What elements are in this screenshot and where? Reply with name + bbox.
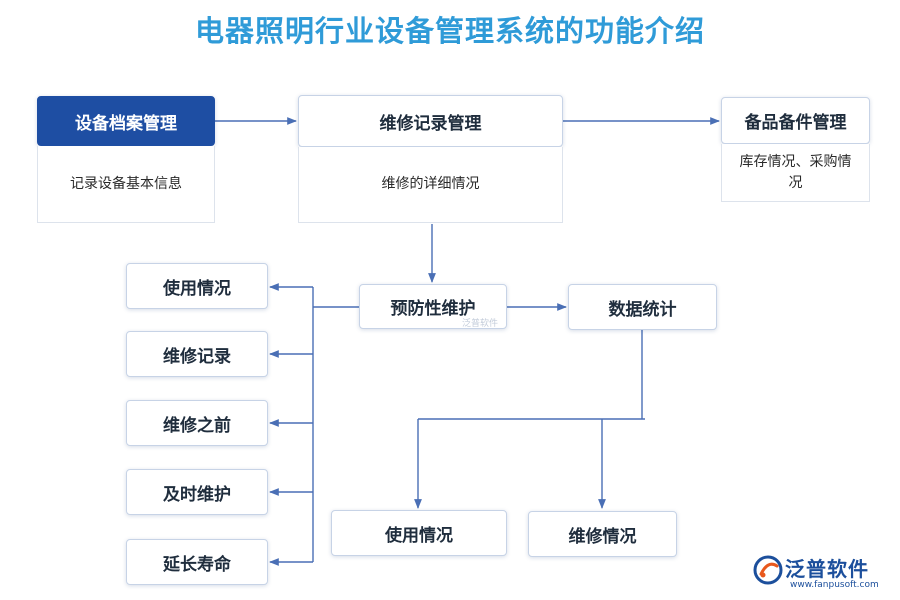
asset-archive-label: 设备档案管理 bbox=[75, 113, 177, 134]
page-title: 电器照明行业设备管理系统的功能介绍 bbox=[194, 14, 705, 48]
left-item-repair-record[interactable]: 维修记录 bbox=[126, 331, 268, 377]
left-item-label: 使用情况 bbox=[163, 278, 231, 299]
bottom-item-label: 维修情况 bbox=[568, 526, 637, 547]
brand-logo: 泛普软件 www.fanpusoft.com bbox=[752, 552, 892, 596]
asset-archive-desc-panel: 记录设备基本信息 bbox=[37, 146, 215, 223]
bottom-item-label: 使用情况 bbox=[385, 525, 453, 546]
asset-archive-box[interactable]: 设备档案管理 bbox=[37, 96, 215, 146]
spare-parts-box[interactable]: 备品备件管理 bbox=[721, 97, 870, 144]
brand-logo-url: www.fanpusoft.com bbox=[790, 580, 879, 590]
brand-logo-icon bbox=[753, 555, 783, 585]
left-item-label: 维修记录 bbox=[163, 346, 231, 367]
bottom-item-repair-status[interactable]: 维修情况 bbox=[528, 511, 677, 557]
preventive-maintenance-box[interactable]: 预防性维护 bbox=[359, 284, 507, 329]
brand-logo-name: 泛普软件 bbox=[785, 557, 869, 581]
spare-parts-label: 备品备件管理 bbox=[744, 113, 847, 133]
repair-record-label: 维修记录管理 bbox=[379, 113, 482, 134]
left-item-extend-life[interactable]: 延长寿命 bbox=[126, 539, 268, 585]
repair-record-box[interactable]: 维修记录管理 bbox=[298, 95, 563, 147]
preventive-maintenance-label: 预防性维护 bbox=[390, 299, 476, 319]
asset-archive-desc: 记录设备基本信息 bbox=[70, 175, 182, 192]
data-statistics-box[interactable]: 数据统计 bbox=[568, 284, 717, 330]
left-item-label: 及时维护 bbox=[163, 484, 231, 505]
left-item-timely-maintenance[interactable]: 及时维护 bbox=[126, 469, 268, 515]
repair-record-desc-panel: 维修的详细情况 bbox=[298, 147, 563, 223]
bottom-item-usage[interactable]: 使用情况 bbox=[331, 510, 507, 556]
left-item-label: 维修之前 bbox=[163, 415, 231, 436]
spare-parts-desc-panel: 库存情况、采购情况 bbox=[721, 144, 870, 202]
watermark-text: 泛普软件 bbox=[462, 319, 499, 329]
left-item-usage[interactable]: 使用情况 bbox=[126, 263, 268, 309]
left-item-label: 延长寿命 bbox=[163, 554, 231, 575]
left-item-before-repair[interactable]: 维修之前 bbox=[126, 400, 268, 446]
spare-parts-desc: 库存情况、采购情况 bbox=[739, 153, 852, 191]
data-statistics-label: 数据统计 bbox=[608, 299, 677, 320]
repair-record-desc: 维修的详细情况 bbox=[381, 176, 480, 192]
